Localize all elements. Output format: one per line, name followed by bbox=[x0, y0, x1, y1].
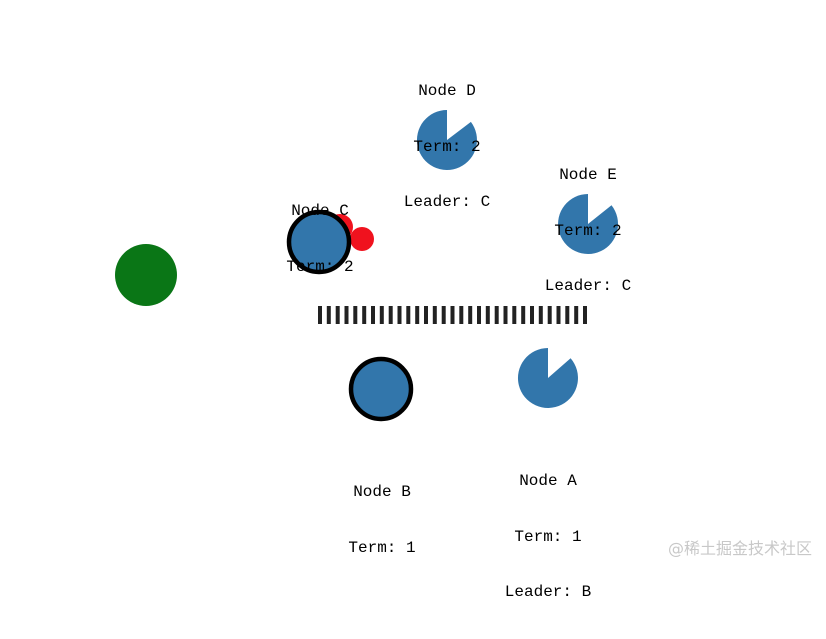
partition-dash bbox=[547, 306, 552, 324]
node-e-term: Term: 2 bbox=[554, 221, 622, 240]
partition-dash bbox=[530, 306, 534, 324]
partition-dash bbox=[521, 306, 526, 324]
node-c-term: Term: 2 bbox=[286, 257, 354, 276]
partition-dash bbox=[450, 306, 455, 324]
client-node bbox=[115, 244, 177, 306]
node-d-circle bbox=[416, 109, 477, 170]
node-a-leader: Leader: B bbox=[504, 583, 592, 601]
partition-dash bbox=[362, 306, 367, 324]
partition-dash bbox=[468, 306, 473, 324]
partition-dash bbox=[379, 306, 384, 324]
node-d-name: Node D bbox=[418, 82, 476, 100]
node-d-label: Node D Term: 2 Leader: C bbox=[404, 45, 490, 249]
node-b-term: Term: 1 bbox=[348, 538, 416, 557]
node-b-circle bbox=[348, 356, 414, 422]
partition-dash bbox=[397, 306, 402, 324]
partition-dash bbox=[344, 306, 349, 324]
partition-dash bbox=[406, 306, 411, 324]
partition-dash bbox=[335, 306, 340, 324]
node-c-name: Node C bbox=[291, 202, 349, 220]
node-a-circle bbox=[517, 348, 578, 408]
node-e-leader: Leader: C bbox=[544, 277, 632, 295]
node-e-circle bbox=[558, 194, 619, 254]
node-b-label: Node B Term: 1 bbox=[348, 446, 415, 594]
partition-dash bbox=[388, 306, 393, 324]
node-a-label: Node A Term: 1 Leader: B bbox=[505, 435, 591, 639]
watermark: @稀土掘金技术社区 bbox=[667, 539, 812, 558]
partition-dash bbox=[424, 306, 428, 324]
partition-dash bbox=[371, 306, 375, 324]
partition-dash bbox=[432, 306, 437, 324]
partition-dash bbox=[353, 306, 358, 324]
partition-dash bbox=[565, 306, 570, 324]
partition-dash bbox=[503, 306, 508, 324]
partition-dash bbox=[494, 306, 499, 324]
partition-dash bbox=[556, 306, 561, 324]
node-c-circle bbox=[286, 209, 352, 275]
message-dot bbox=[350, 227, 374, 251]
node-e-label: Node E Term: 2 Leader: C bbox=[545, 129, 631, 333]
partition-dash bbox=[415, 306, 420, 324]
partition-dash bbox=[318, 306, 322, 324]
partition-dash bbox=[583, 306, 587, 324]
partition-dash bbox=[441, 306, 446, 324]
node-a-name: Node A bbox=[519, 472, 577, 490]
node-e-name: Node E bbox=[559, 166, 617, 184]
node-b-name: Node B bbox=[353, 483, 411, 501]
node-d-term: Term: 2 bbox=[413, 137, 481, 156]
diagram-canvas bbox=[115, 109, 619, 422]
node-a-term: Term: 1 bbox=[514, 527, 582, 546]
partition-dash bbox=[512, 306, 517, 324]
node-c-label: Node C Term: 2 bbox=[286, 165, 353, 313]
partition-dash bbox=[538, 306, 543, 324]
node-d-leader: Leader: C bbox=[403, 193, 491, 211]
partition-dash bbox=[477, 306, 481, 324]
raft-diagram: Node D Term: 2 Leader: C Node E Term: 2 … bbox=[115, 45, 812, 601]
network-partition bbox=[318, 306, 587, 324]
partition-dash bbox=[326, 306, 331, 324]
partition-dash bbox=[574, 306, 579, 324]
partition-dash bbox=[485, 306, 490, 324]
partition-dash bbox=[459, 306, 464, 324]
